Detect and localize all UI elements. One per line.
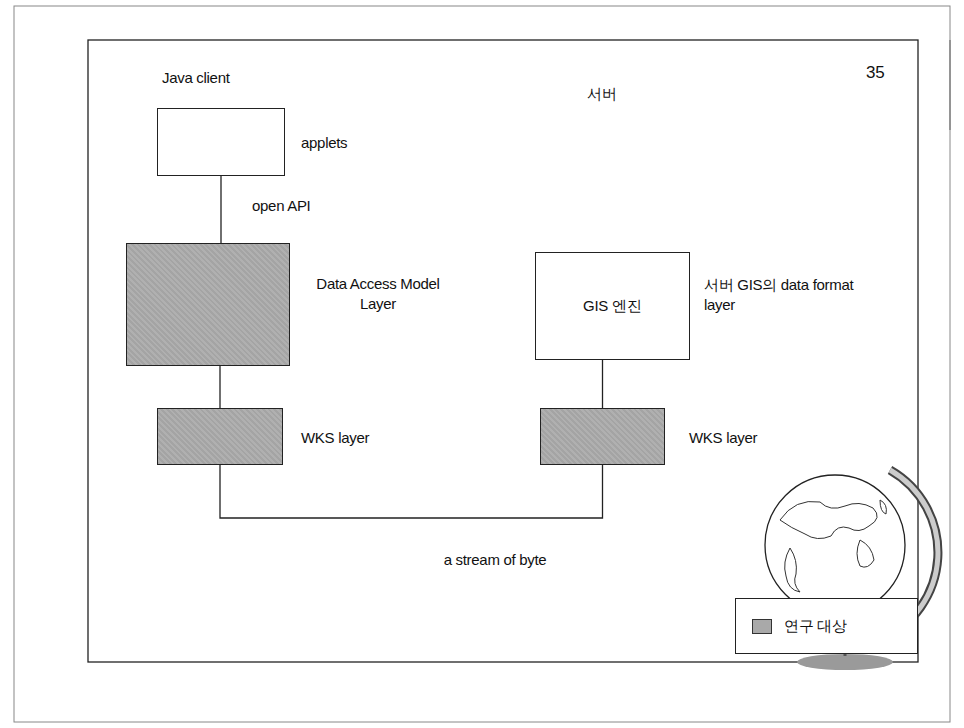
legend-holder: 연구 대상 — [784, 616, 847, 636]
research-layer-box: WKS layer — [540, 408, 665, 465]
page-number: 35 — [866, 62, 884, 85]
text-holder: GIS 엔진 — [583, 296, 641, 316]
research-layer-box: WKS layer — [157, 408, 283, 465]
layer-name: Data Access Model Layer — [303, 274, 453, 315]
layer-name: WKS layer — [301, 428, 411, 448]
text-holder: 서버 GIS의 data format layer — [704, 275, 884, 316]
legend-text: 연구 대상 — [784, 616, 847, 636]
legend-swatch — [752, 619, 772, 634]
page-edge — [950, 40, 951, 130]
label-holder: Java client — [162, 68, 230, 88]
server-title: 서버 — [587, 84, 616, 104]
connector-line — [219, 366, 220, 408]
legend-box: 연구 대상 — [735, 598, 918, 654]
edge-label-holder: a stream of byte — [442, 550, 549, 570]
client-title: Java client — [162, 68, 230, 88]
text-holder: WKS layer — [301, 428, 411, 448]
connector-line — [220, 465, 603, 518]
box-text: GIS 엔진 — [583, 296, 641, 316]
connector-line — [602, 360, 603, 408]
page-frame — [14, 6, 950, 722]
label-holder: 서버 — [587, 84, 616, 104]
layer-name: WKS layer — [689, 428, 799, 448]
edge-label: a stream of byte — [442, 550, 549, 570]
connector-line — [220, 176, 221, 243]
layer-name: applets — [301, 133, 401, 153]
text-holder: Data Access Model Layer — [303, 274, 453, 315]
research-layer-box: Data Access Model Layer — [126, 243, 290, 366]
text-holder: applets — [301, 133, 401, 153]
edge-label: open API — [250, 196, 313, 216]
slide-border — [88, 40, 918, 662]
layer-name: 서버 GIS의 data format layer — [704, 275, 884, 316]
client-box: applets — [157, 108, 285, 176]
edge-label-holder: open API — [250, 196, 313, 216]
engine-box: GIS 엔진서버 GIS의 data format layer — [535, 252, 690, 360]
text-holder: WKS layer — [689, 428, 799, 448]
label-holder: 35 — [866, 62, 884, 85]
